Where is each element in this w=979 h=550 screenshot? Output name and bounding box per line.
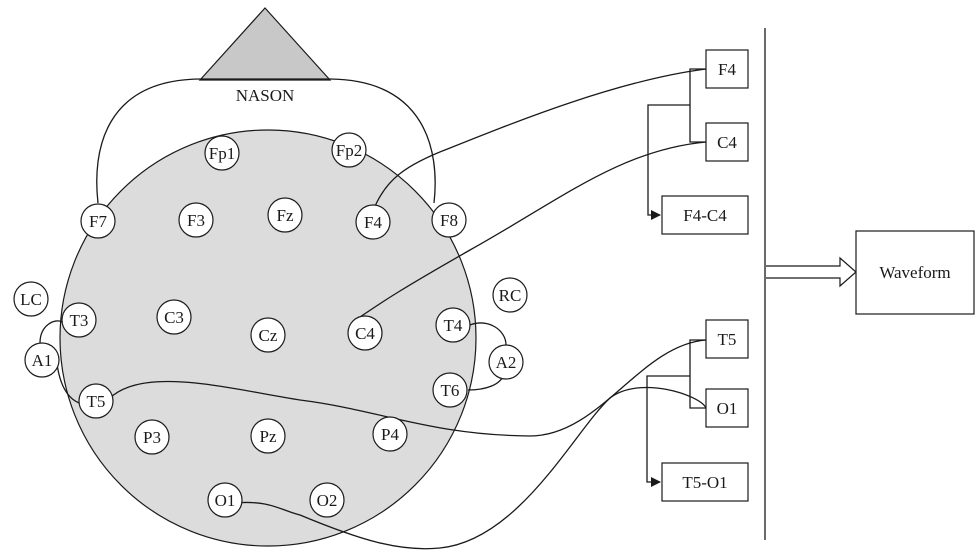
branch-stem-t5o1 [646, 375, 690, 487]
electrode-fz: Fz [267, 197, 303, 233]
svg-text:Fz: Fz [277, 206, 294, 225]
electrode-o2: O2 [309, 482, 345, 518]
a1-t3-link [39, 320, 63, 344]
svg-text:T4: T4 [444, 316, 463, 335]
nason-arc [96, 78, 436, 204]
electrode-t5: T5 [78, 383, 114, 419]
svg-text:F8: F8 [440, 211, 458, 230]
electrode-lc: LC [13, 281, 49, 317]
svg-text:O2: O2 [317, 491, 338, 510]
svg-text:T3: T3 [70, 311, 89, 330]
box-f4-c4 [661, 195, 749, 235]
electrode-c3: C3 [156, 299, 192, 335]
svg-text:O1: O1 [215, 491, 236, 510]
electrode-a2: A2 [488, 344, 524, 380]
svg-text:Fp2: Fp2 [336, 141, 362, 160]
svg-text:LC: LC [20, 290, 42, 309]
svg-text:A2: A2 [496, 353, 517, 372]
electrode-fp1: Fp1 [204, 135, 240, 171]
wire-t5-to-box [109, 339, 707, 437]
box-t5-label: T5 [718, 330, 737, 349]
svg-text:C3: C3 [164, 308, 184, 327]
electrode-a1: A1 [24, 342, 60, 378]
box-o1-label: O1 [717, 399, 738, 418]
electrode-p4: P4 [372, 416, 408, 452]
electrode-t6: T6 [432, 372, 468, 408]
svg-text:T6: T6 [441, 381, 460, 400]
box-f4-c4-label: F4-C4 [683, 206, 727, 225]
svg-text:Pz: Pz [260, 427, 277, 446]
box-waveform-label: Waveform [879, 263, 950, 282]
electrode-t4: T4 [435, 307, 471, 343]
box-c4-label: C4 [717, 133, 737, 152]
branch-f4-c4 [689, 68, 706, 143]
nose-triangle [198, 7, 332, 81]
box-c4 [705, 122, 749, 162]
waveform-arrow [766, 256, 857, 288]
branch-stem-f4c4 [647, 104, 690, 220]
electrode-c4: C4 [347, 315, 383, 351]
electrode-f4: F4 [355, 204, 391, 240]
electrode-o1: O1 [207, 482, 243, 518]
box-t5-o1-label: T5-O1 [682, 473, 727, 492]
box-f4 [705, 49, 749, 89]
nason-label: NASON [236, 86, 295, 105]
wire-f4-to-box [372, 68, 707, 212]
electrode-f7: F7 [80, 203, 116, 239]
electrode-rc: RC [492, 277, 528, 313]
svg-text:F4: F4 [364, 213, 382, 232]
box-t5-o1 [661, 462, 749, 502]
electrode-fp2: Fp2 [331, 132, 367, 168]
electrode-cz: Cz [250, 317, 286, 353]
svg-text:A1: A1 [32, 351, 53, 370]
svg-text:P4: P4 [381, 425, 399, 444]
electrode-f8: F8 [431, 202, 467, 238]
box-waveform [855, 230, 975, 315]
svg-text:T5: T5 [87, 392, 106, 411]
svg-text:P3: P3 [143, 428, 161, 447]
svg-text:Cz: Cz [259, 326, 278, 345]
electrode-t3: T3 [61, 302, 97, 338]
electrode-p3: P3 [134, 419, 170, 455]
electrode-pz: Pz [250, 418, 286, 454]
svg-text:F3: F3 [187, 211, 205, 230]
box-t5 [705, 319, 749, 359]
svg-text:RC: RC [499, 286, 522, 305]
wire-o1-to-box [234, 386, 707, 550]
box-o1 [705, 388, 749, 428]
box-f4-label: F4 [718, 60, 736, 79]
svg-text:C4: C4 [355, 324, 375, 343]
a2-t4-link [469, 322, 507, 346]
branch-t5-o1 [689, 339, 706, 409]
svg-text:Fp1: Fp1 [209, 144, 235, 163]
wire-c4-to-box [359, 141, 707, 318]
electrode-f3: F3 [178, 202, 214, 238]
svg-text:F7: F7 [89, 212, 107, 231]
